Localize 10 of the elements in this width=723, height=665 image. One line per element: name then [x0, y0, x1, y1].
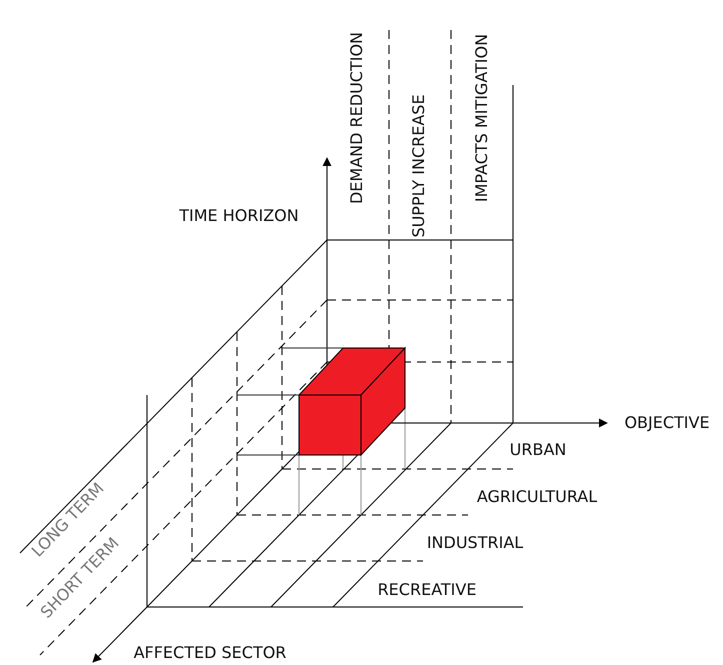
- axis-label: OBJECTIVE: [624, 415, 710, 431]
- category-label: RECREATIVE: [378, 582, 476, 598]
- category-label: AGRICULTURAL: [476, 489, 598, 505]
- column-label: SUPPLY INCREASE: [411, 94, 427, 238]
- category-label: INDUSTRIAL: [426, 535, 524, 551]
- column-label: IMPACTS MITIGATION: [474, 34, 490, 202]
- category-label: URBAN: [510, 442, 566, 458]
- column-label: DEMAND REDUCTION: [349, 32, 365, 204]
- axis-label: AFFECTED SECTOR: [134, 645, 286, 661]
- axis-label: TIME HORIZON: [179, 208, 299, 224]
